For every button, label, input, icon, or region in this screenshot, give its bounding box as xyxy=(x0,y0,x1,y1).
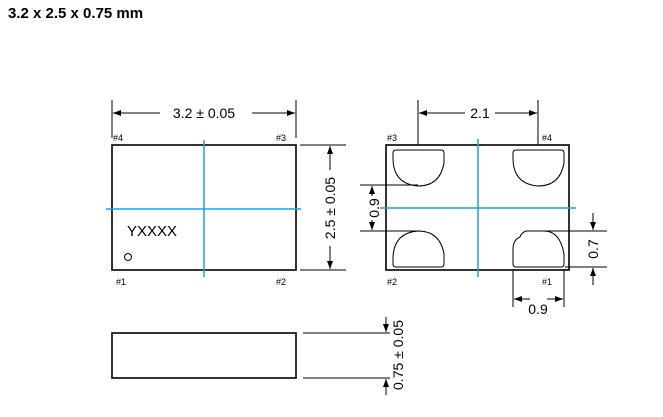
side-view: 0.75 ± 0.05 xyxy=(111,317,406,395)
thickness-dimension: 0.75 ± 0.05 xyxy=(390,320,406,390)
pin-label: #4 xyxy=(113,133,123,143)
pin-label: #3 xyxy=(387,133,397,143)
height-dimension: 2.5 ± 0.05 xyxy=(322,177,338,239)
pad-3 xyxy=(392,149,445,187)
bottom-view: 2.1 0.9 0.7 0.9 #3 #4 #2 #1 xyxy=(360,100,607,317)
pin-label: #1 xyxy=(116,277,126,287)
part-marking: YXXXX xyxy=(127,223,177,240)
pin-label: #2 xyxy=(276,277,286,287)
pad-2 xyxy=(392,230,445,268)
side-view-outline xyxy=(111,332,297,379)
pad-pitch-dimension: 2.1 xyxy=(470,105,490,121)
pad-1 xyxy=(512,230,565,268)
pin-label: #4 xyxy=(542,133,552,143)
pin-label: #2 xyxy=(387,277,397,287)
pad-gap-dimension: 0.9 xyxy=(366,198,382,218)
page-title: 3.2 x 2.5 x 0.75 mm xyxy=(8,5,144,22)
pad-4 xyxy=(512,149,565,187)
pin1-indicator-icon xyxy=(124,253,132,261)
pad-height-dimension: 0.7 xyxy=(585,239,601,259)
top-view: 3.2 ± 0.05 2.5 ± 0.05 YXXXX #4 #3 #1 #2 xyxy=(106,100,346,287)
pad-width-dimension: 0.9 xyxy=(528,301,548,317)
width-dimension: 3.2 ± 0.05 xyxy=(173,105,235,121)
pin-label: #1 xyxy=(542,277,552,287)
pin-label: #3 xyxy=(276,133,286,143)
